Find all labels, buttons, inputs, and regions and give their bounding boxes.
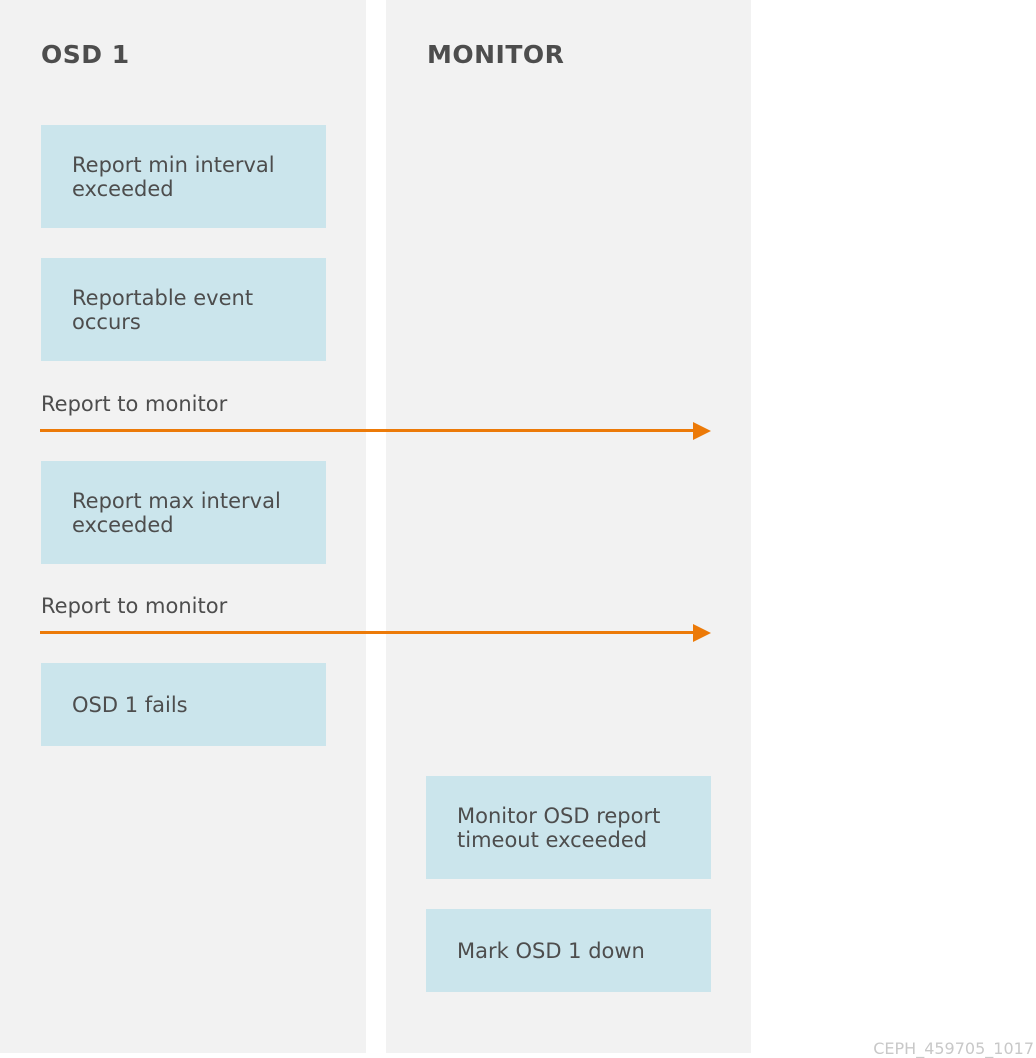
step-label: Report min interval exceeded <box>72 152 275 201</box>
monitor-lane-title: MONITOR <box>427 40 565 69</box>
step-reportable-event-occurs: Reportable event occurs <box>41 258 326 361</box>
step-label: Report max interval exceeded <box>72 488 281 537</box>
message-arrow-2-line <box>40 631 695 634</box>
message-arrow-1-head <box>693 422 711 440</box>
step-label: Reportable event occurs <box>72 285 254 334</box>
message-arrow-2-head <box>693 624 711 642</box>
step-mark-osd-1-down: Mark OSD 1 down <box>426 909 711 992</box>
step-label: Monitor OSD report timeout exceeded <box>457 803 661 852</box>
step-label: Mark OSD 1 down <box>457 938 645 963</box>
message-arrow-1-line <box>40 429 695 432</box>
step-osd-1-fails: OSD 1 fails <box>41 663 326 746</box>
step-label: OSD 1 fails <box>72 692 188 717</box>
step-report-min-interval-exceeded: Report min interval exceeded <box>41 125 326 228</box>
step-monitor-osd-report-timeout-exceeded: Monitor OSD report timeout exceeded <box>426 776 711 879</box>
message-label-2: Report to monitor <box>41 594 228 618</box>
osd-lane-title: OSD 1 <box>41 40 130 69</box>
message-label-1: Report to monitor <box>41 392 228 416</box>
figure-id-watermark: CEPH_459705_1017 <box>873 1039 1034 1058</box>
monitor-lane: MONITOR <box>386 0 751 1053</box>
step-report-max-interval-exceeded: Report max interval exceeded <box>41 461 326 564</box>
